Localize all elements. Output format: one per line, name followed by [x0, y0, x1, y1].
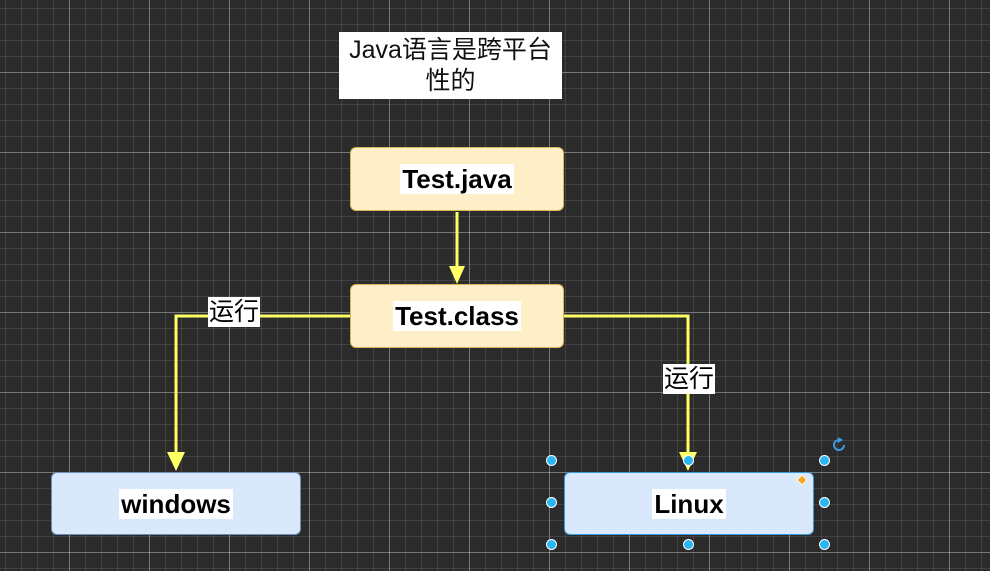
selection-handle-n[interactable]	[683, 455, 694, 466]
node-windows-label: windows	[119, 488, 233, 519]
edge-java-to-class[interactable]	[449, 212, 465, 284]
selection-handle-se[interactable]	[819, 539, 830, 550]
node-test-class[interactable]: Test.class	[350, 284, 564, 348]
node-test-java-label: Test.java	[400, 164, 514, 194]
node-linux-label: Linux	[652, 488, 726, 519]
selection-handle-s[interactable]	[683, 539, 694, 550]
node-test-class-label: Test.class	[393, 301, 521, 331]
rotate-icon[interactable]	[830, 436, 848, 454]
selection-handle-e[interactable]	[819, 497, 830, 508]
edge-label-linux[interactable]: 运行	[663, 364, 716, 394]
selection-handle-nw[interactable]	[546, 455, 557, 466]
edge-label-windows[interactable]: 运行	[208, 297, 261, 327]
selection-handle-ne[interactable]	[819, 455, 830, 466]
edge-class-to-windows[interactable]	[167, 314, 350, 471]
title-text: Java语言是跨平台性的	[349, 35, 552, 95]
node-test-java[interactable]: Test.java	[350, 147, 564, 211]
selection-handle-w[interactable]	[546, 497, 557, 508]
node-windows[interactable]: windows	[51, 472, 301, 535]
title-text-box[interactable]: Java语言是跨平台性的	[339, 32, 562, 99]
node-linux[interactable]: Linux	[564, 472, 814, 535]
selection-handle-sw[interactable]	[546, 539, 557, 550]
